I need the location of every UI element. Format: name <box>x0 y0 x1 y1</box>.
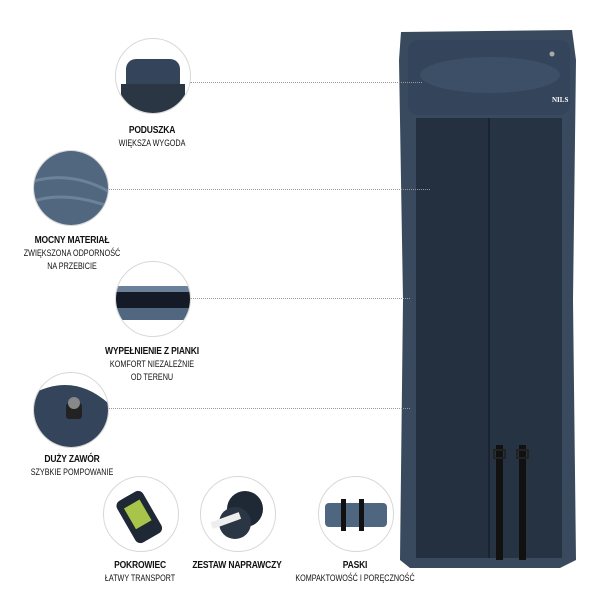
accessory-repair-kit: ZESTAW NAPRAWCZY <box>192 560 282 571</box>
pointer-line <box>108 189 430 190</box>
foam-image <box>115 261 191 337</box>
bag-image <box>103 476 179 552</box>
pointer-line <box>190 298 410 299</box>
valve-icon <box>549 51 555 57</box>
pointer-line <box>190 82 422 83</box>
pointer-line <box>108 408 410 409</box>
pillow-image <box>115 38 191 114</box>
straps-image <box>318 476 394 552</box>
valve-image <box>33 372 109 448</box>
repair-kit-image <box>200 476 276 552</box>
brand-logo: NILS <box>552 96 568 104</box>
strap <box>519 445 526 560</box>
fabric-image <box>33 150 109 226</box>
strap <box>496 445 503 560</box>
